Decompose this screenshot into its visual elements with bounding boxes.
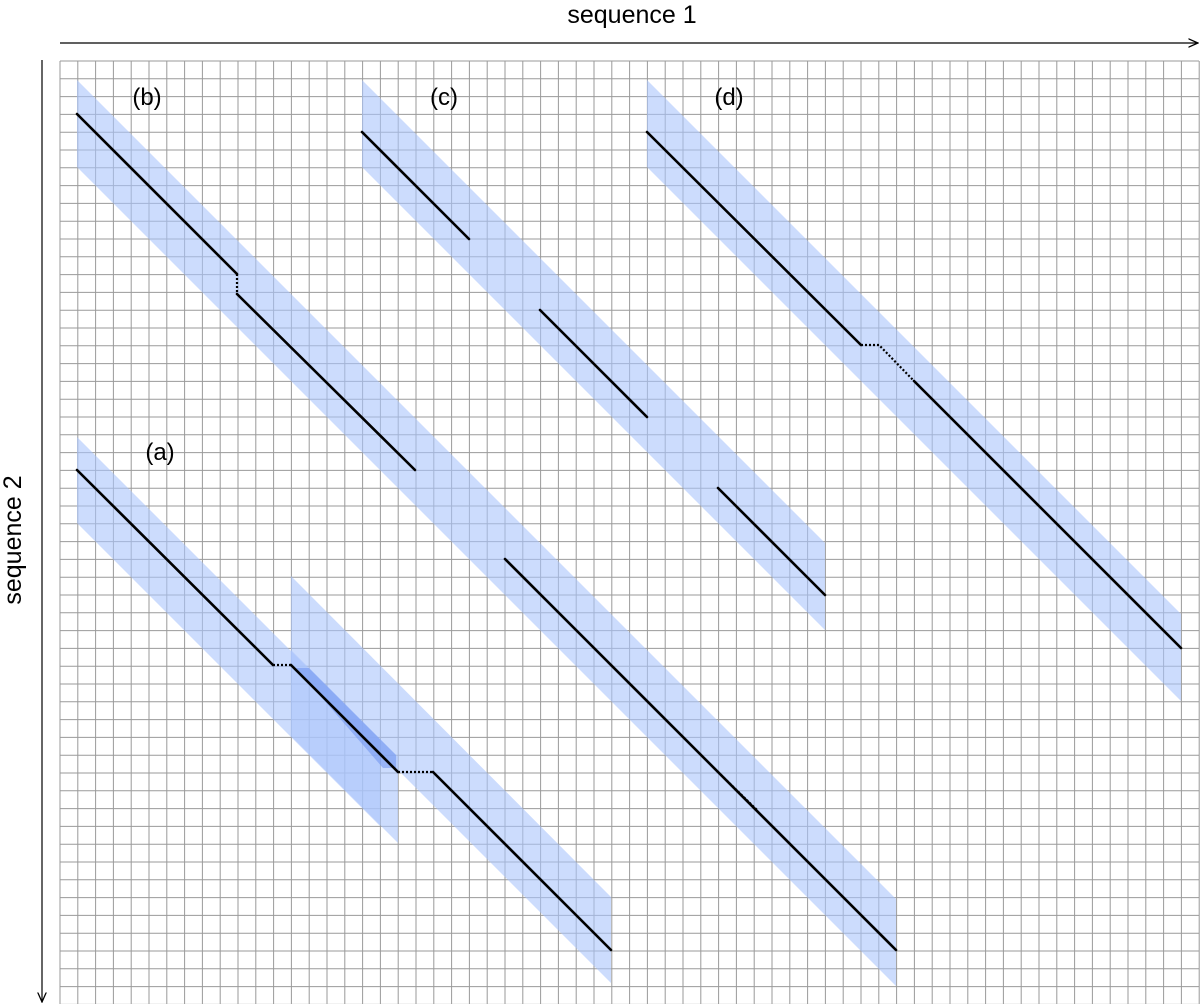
band-d (647, 80, 1181, 701)
path-d-seg-1 (645, 130, 863, 347)
path-c-seg-1 (360, 130, 471, 241)
panel-label-d: (d) (714, 84, 743, 111)
path-b-seg-1 (75, 112, 239, 276)
y-axis-title: sequence 2 (0, 475, 27, 604)
band-a-overlap (296, 668, 396, 768)
panel-label-b: (b) (132, 84, 161, 111)
path-b-seg-3 (503, 557, 898, 952)
path-a-seg-3 (431, 770, 613, 952)
panel-label-a: (a) (145, 439, 174, 466)
path-c-seg-2 (538, 308, 649, 419)
path-c-seg-3 (716, 486, 827, 597)
alignment-paths (75, 112, 1183, 952)
x-axis-title: sequence 1 (567, 1, 696, 29)
path-d-seg-2 (912, 379, 1183, 650)
path-a-seg-1 (75, 468, 275, 667)
path-d-gap (861, 343, 915, 382)
path-b-seg-2 (235, 292, 417, 472)
band-a-2 (291, 576, 611, 983)
path-b-gap-2 (717, 771, 758, 811)
diagonal-bands (77, 80, 1181, 986)
band-a-3 (291, 650, 398, 843)
band-c (362, 80, 825, 630)
path-a-seg-2 (289, 663, 400, 774)
panel-label-c: (c) (430, 84, 458, 111)
band-b (77, 80, 896, 986)
